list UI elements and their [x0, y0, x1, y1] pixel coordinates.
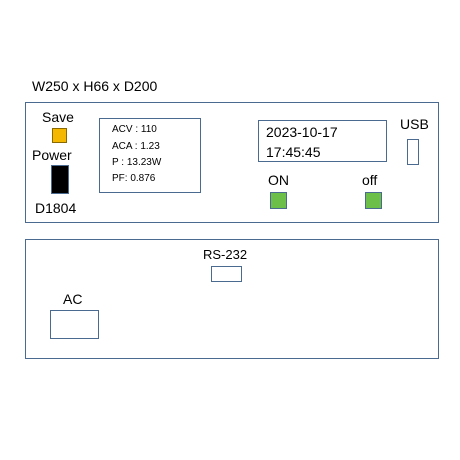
model-label: D1804 [35, 200, 77, 216]
clock-display [258, 120, 387, 162]
save-label: Save [42, 109, 74, 125]
rear-panel [25, 239, 439, 359]
clock-date: 2023-10-17 [266, 124, 338, 140]
dimensions-label: W250 x H66 x D200 [32, 78, 158, 94]
readings-display [99, 118, 201, 193]
power-switch[interactable] [51, 165, 69, 194]
save-button[interactable] [52, 128, 67, 143]
off-button[interactable] [365, 192, 382, 209]
usb-port[interactable] [407, 139, 419, 165]
power-reading: P : 13.23W [112, 157, 162, 168]
rs232-port[interactable] [211, 266, 242, 282]
off-label: off [362, 172, 378, 188]
on-button[interactable] [270, 192, 287, 209]
aca-reading: ACA : 1.23 [112, 141, 160, 152]
ac-label: AC [63, 291, 83, 307]
acv-reading: ACV : 110 [112, 124, 157, 135]
clock-time: 17:45:45 [266, 144, 321, 160]
ac-inlet[interactable] [50, 310, 99, 339]
on-label: ON [268, 172, 289, 188]
pf-reading: PF: 0.876 [112, 173, 156, 184]
power-label: Power [32, 147, 72, 163]
rs232-label: RS-232 [203, 247, 248, 262]
usb-label: USB [400, 116, 429, 132]
